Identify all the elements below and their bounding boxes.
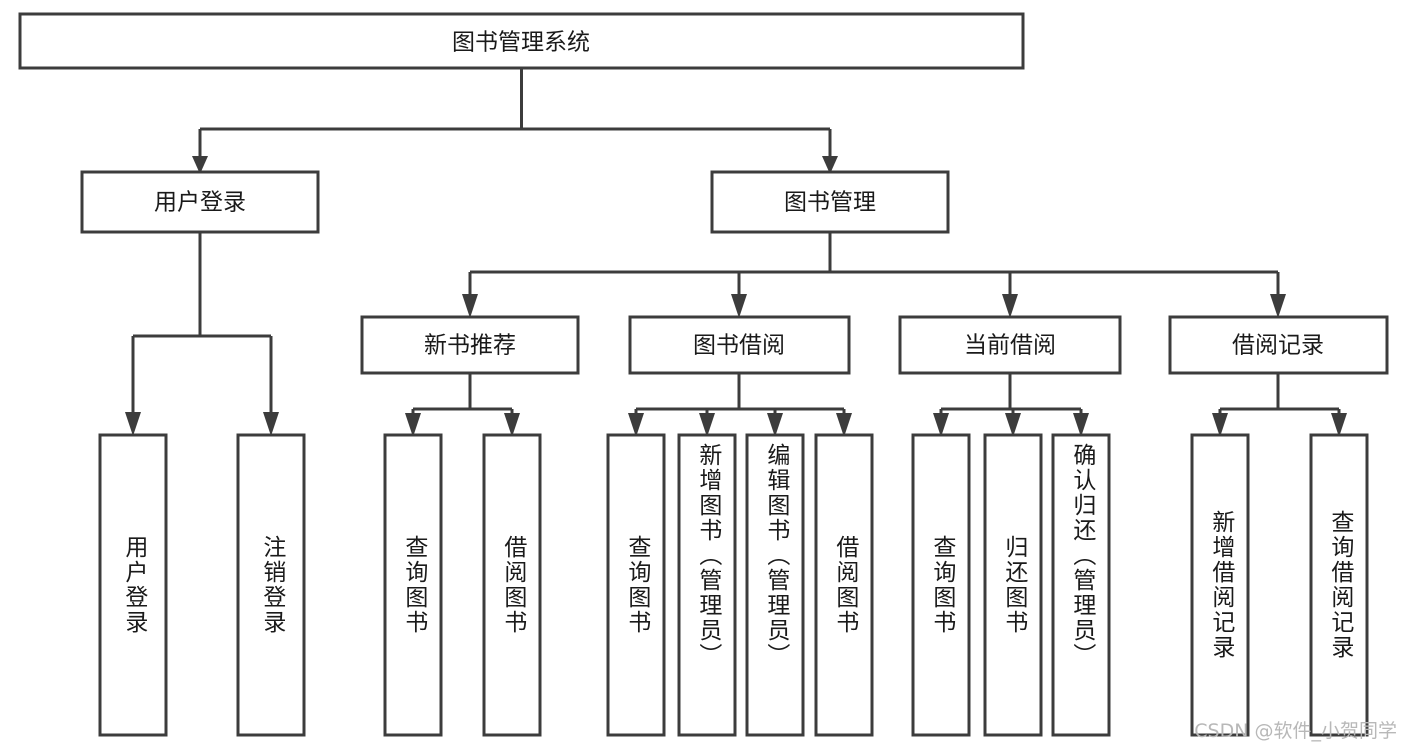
node-root-system[interactable]: 图书管理系统 xyxy=(18,12,1025,70)
arrow-icon xyxy=(1331,413,1347,437)
leaf-box-layer xyxy=(98,433,1369,737)
leaf-box-edit-book-admin[interactable] xyxy=(745,433,805,737)
connector-current-to-leaves xyxy=(939,373,1083,417)
arrow-icon xyxy=(504,413,520,437)
node-book-borrow-box[interactable] xyxy=(628,315,851,375)
node-book-management-label: 图书管理 xyxy=(784,190,876,216)
connector-userlogin-to-leaves xyxy=(131,232,273,415)
connector-bookmanage-to-level3 xyxy=(468,232,1280,298)
node-book-management[interactable]: 图书管理 xyxy=(710,170,950,234)
node-user-login-box[interactable] xyxy=(80,170,320,234)
arrow-icon xyxy=(263,412,279,436)
arrow-icon xyxy=(1002,294,1018,318)
connector-borrow-to-leaves xyxy=(634,373,846,417)
arrow-icon xyxy=(1212,413,1228,437)
node-current-borrow-label: 当前借阅 xyxy=(964,333,1056,359)
connector-root-to-level2 xyxy=(198,68,832,158)
leaf-box-logout[interactable] xyxy=(236,433,306,737)
arrow-icon xyxy=(192,156,208,174)
arrow-icon xyxy=(767,413,783,437)
arrow-icon xyxy=(1073,413,1089,437)
leaf-box-borrow-book-new[interactable] xyxy=(482,433,542,737)
node-root-box[interactable] xyxy=(18,12,1025,70)
connector-layer xyxy=(131,68,1341,417)
node-current-borrow[interactable]: 当前借阅 xyxy=(898,315,1122,375)
leaf-box-query-book-current[interactable] xyxy=(911,433,971,737)
watermark-text: CSDN @软件_小贺同学 xyxy=(1194,720,1397,742)
leaf-box-query-book-borrow[interactable] xyxy=(606,433,666,737)
leaf-box-confirm-return-admin[interactable] xyxy=(1051,433,1111,737)
node-user-login[interactable]: 用户登录 xyxy=(80,170,320,234)
arrow-icon xyxy=(462,294,478,318)
arrow-icon xyxy=(1005,413,1021,437)
node-new-book-recommend[interactable]: 新书推荐 xyxy=(360,315,580,375)
node-root-label: 图书管理系统 xyxy=(452,30,590,56)
arrow-icon xyxy=(405,413,421,437)
node-borrow-record-label: 借阅记录 xyxy=(1232,333,1324,359)
connector-record-to-leaves xyxy=(1218,373,1341,417)
node-book-management-box[interactable] xyxy=(710,170,950,234)
node-new-book-recommend-box[interactable] xyxy=(360,315,580,375)
node-book-borrow[interactable]: 图书借阅 xyxy=(628,315,851,375)
arrow-icon xyxy=(125,412,141,436)
node-current-borrow-box[interactable] xyxy=(898,315,1122,375)
arrow-icon xyxy=(933,413,949,437)
arrow-icon xyxy=(699,413,715,437)
arrowhead-layer xyxy=(125,156,1347,437)
arrow-icon xyxy=(1270,294,1286,318)
node-book-borrow-label: 图书借阅 xyxy=(693,333,785,359)
leaf-box-user-login[interactable] xyxy=(98,433,168,737)
connector-newbook-to-leaves xyxy=(411,373,514,417)
arrow-icon xyxy=(822,156,838,174)
node-borrow-record[interactable]: 借阅记录 xyxy=(1168,315,1389,375)
arrow-icon xyxy=(731,294,747,318)
arrow-icon xyxy=(628,413,644,437)
leaf-box-add-borrow-record[interactable] xyxy=(1190,433,1250,737)
leaf-box-query-book-new[interactable] xyxy=(383,433,443,737)
node-user-login-label: 用户登录 xyxy=(154,190,246,216)
leaf-box-return-book[interactable] xyxy=(983,433,1043,737)
leaf-box-query-borrow-record[interactable] xyxy=(1309,433,1369,737)
arrow-icon xyxy=(836,413,852,437)
leaf-box-borrow-book[interactable] xyxy=(814,433,874,737)
leaf-box-add-book-admin[interactable] xyxy=(677,433,737,737)
node-borrow-record-box[interactable] xyxy=(1168,315,1389,375)
node-new-book-recommend-label: 新书推荐 xyxy=(424,333,516,359)
